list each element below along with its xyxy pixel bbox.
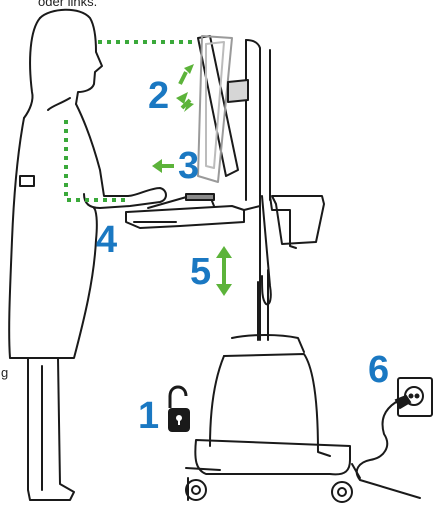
- step-labels: 1 2 3 4 5 6: [96, 75, 389, 437]
- power-outlet-icon: [396, 378, 432, 416]
- step-number-6: 6: [368, 349, 389, 391]
- left-arrow-icon: [152, 159, 174, 173]
- cart-column: [246, 40, 271, 340]
- step-number-3: 3: [178, 145, 199, 187]
- step-number-4: 4: [96, 219, 117, 261]
- side-basket: [270, 196, 324, 248]
- monitor: [198, 36, 248, 182]
- keyboard-tray: [126, 194, 260, 228]
- vertical-double-arrow-icon: [216, 246, 232, 296]
- step-number-5: 5: [190, 251, 211, 293]
- tilt-arrows-icon: [176, 64, 194, 112]
- cart-base: [186, 335, 360, 502]
- step-number-2: 2: [148, 75, 169, 117]
- unlocked-padlock-icon: [168, 387, 190, 432]
- step-number-1: 1: [138, 395, 159, 437]
- ergonomic-guides: [66, 42, 194, 200]
